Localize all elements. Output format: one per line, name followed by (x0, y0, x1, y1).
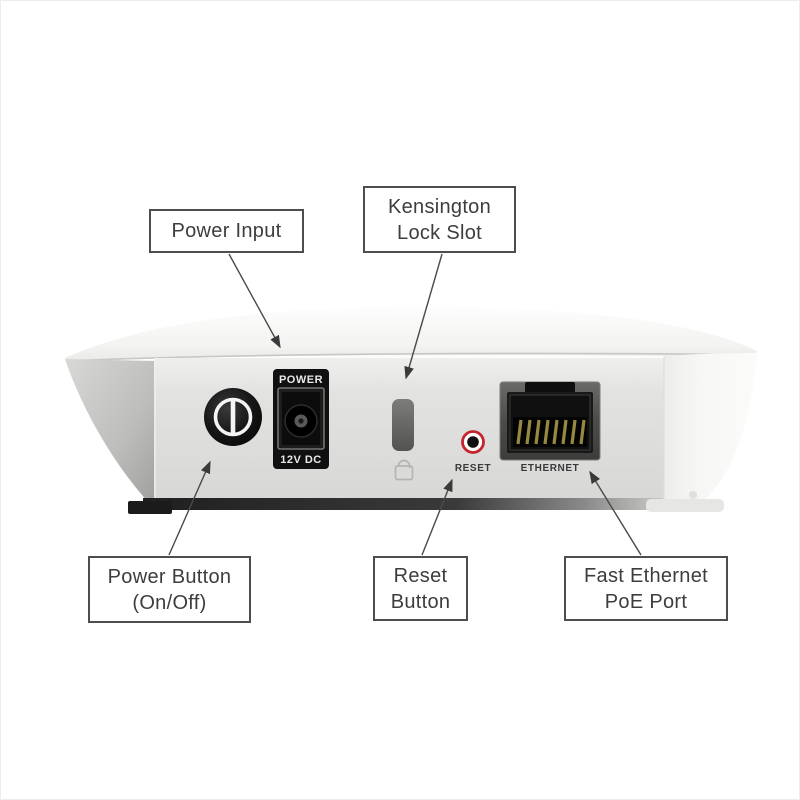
power-panel-bottom-label: 12V DC (280, 454, 322, 466)
reset-button: RESET (455, 430, 491, 474)
leader-line-kensington (404, 253, 443, 380)
device-bottom-shadow (143, 498, 663, 510)
callout-reset-button-line2: Button (390, 590, 451, 613)
callout-power-button-line2: (On/Off) (132, 591, 207, 614)
device-right-foot (646, 499, 724, 512)
leader-line-ethernet-port (589, 470, 642, 556)
device-left-foot (128, 501, 172, 514)
ethernet-label: ETHERNET (521, 463, 580, 474)
callout-power-input-label: Power Input (171, 220, 282, 242)
callout-power-input: Power Input (149, 209, 304, 253)
power-input-jack: POWER 12V DC (273, 369, 329, 469)
callout-reset-button: Reset Button (373, 556, 468, 621)
ethernet-port: ETHERNET (499, 381, 601, 474)
device-left-side (65, 359, 155, 504)
kensington-lock-slot (392, 399, 414, 481)
callout-kensington-line2: Lock Slot (397, 221, 482, 244)
power-button (204, 388, 262, 446)
leader-line-power-input (228, 253, 281, 349)
leader-line-reset-button (421, 478, 453, 556)
device-right-side (664, 353, 757, 503)
callout-reset-button-line1: Reset (393, 564, 448, 587)
power-panel-top-label: POWER (279, 374, 323, 386)
lock-icon (394, 459, 414, 481)
callout-power-button: Power Button (On/Off) (88, 556, 251, 623)
leader-lines (168, 253, 642, 556)
callout-kensington-line1: Kensington (387, 195, 492, 218)
callout-kensington-lock-slot: Kensington Lock Slot (363, 186, 516, 253)
ethernet-pins (516, 419, 586, 445)
leader-line-power-button (168, 460, 211, 556)
callout-fast-ethernet-poe-port: Fast Ethernet PoE Port (564, 556, 728, 621)
callout-ethernet-line1: Fast Ethernet (584, 564, 708, 587)
reset-label: RESET (455, 463, 491, 474)
device-top-lid (65, 307, 757, 362)
callout-ethernet-line2: PoE Port (604, 590, 688, 613)
callout-power-button-line1: Power Button (107, 565, 232, 588)
